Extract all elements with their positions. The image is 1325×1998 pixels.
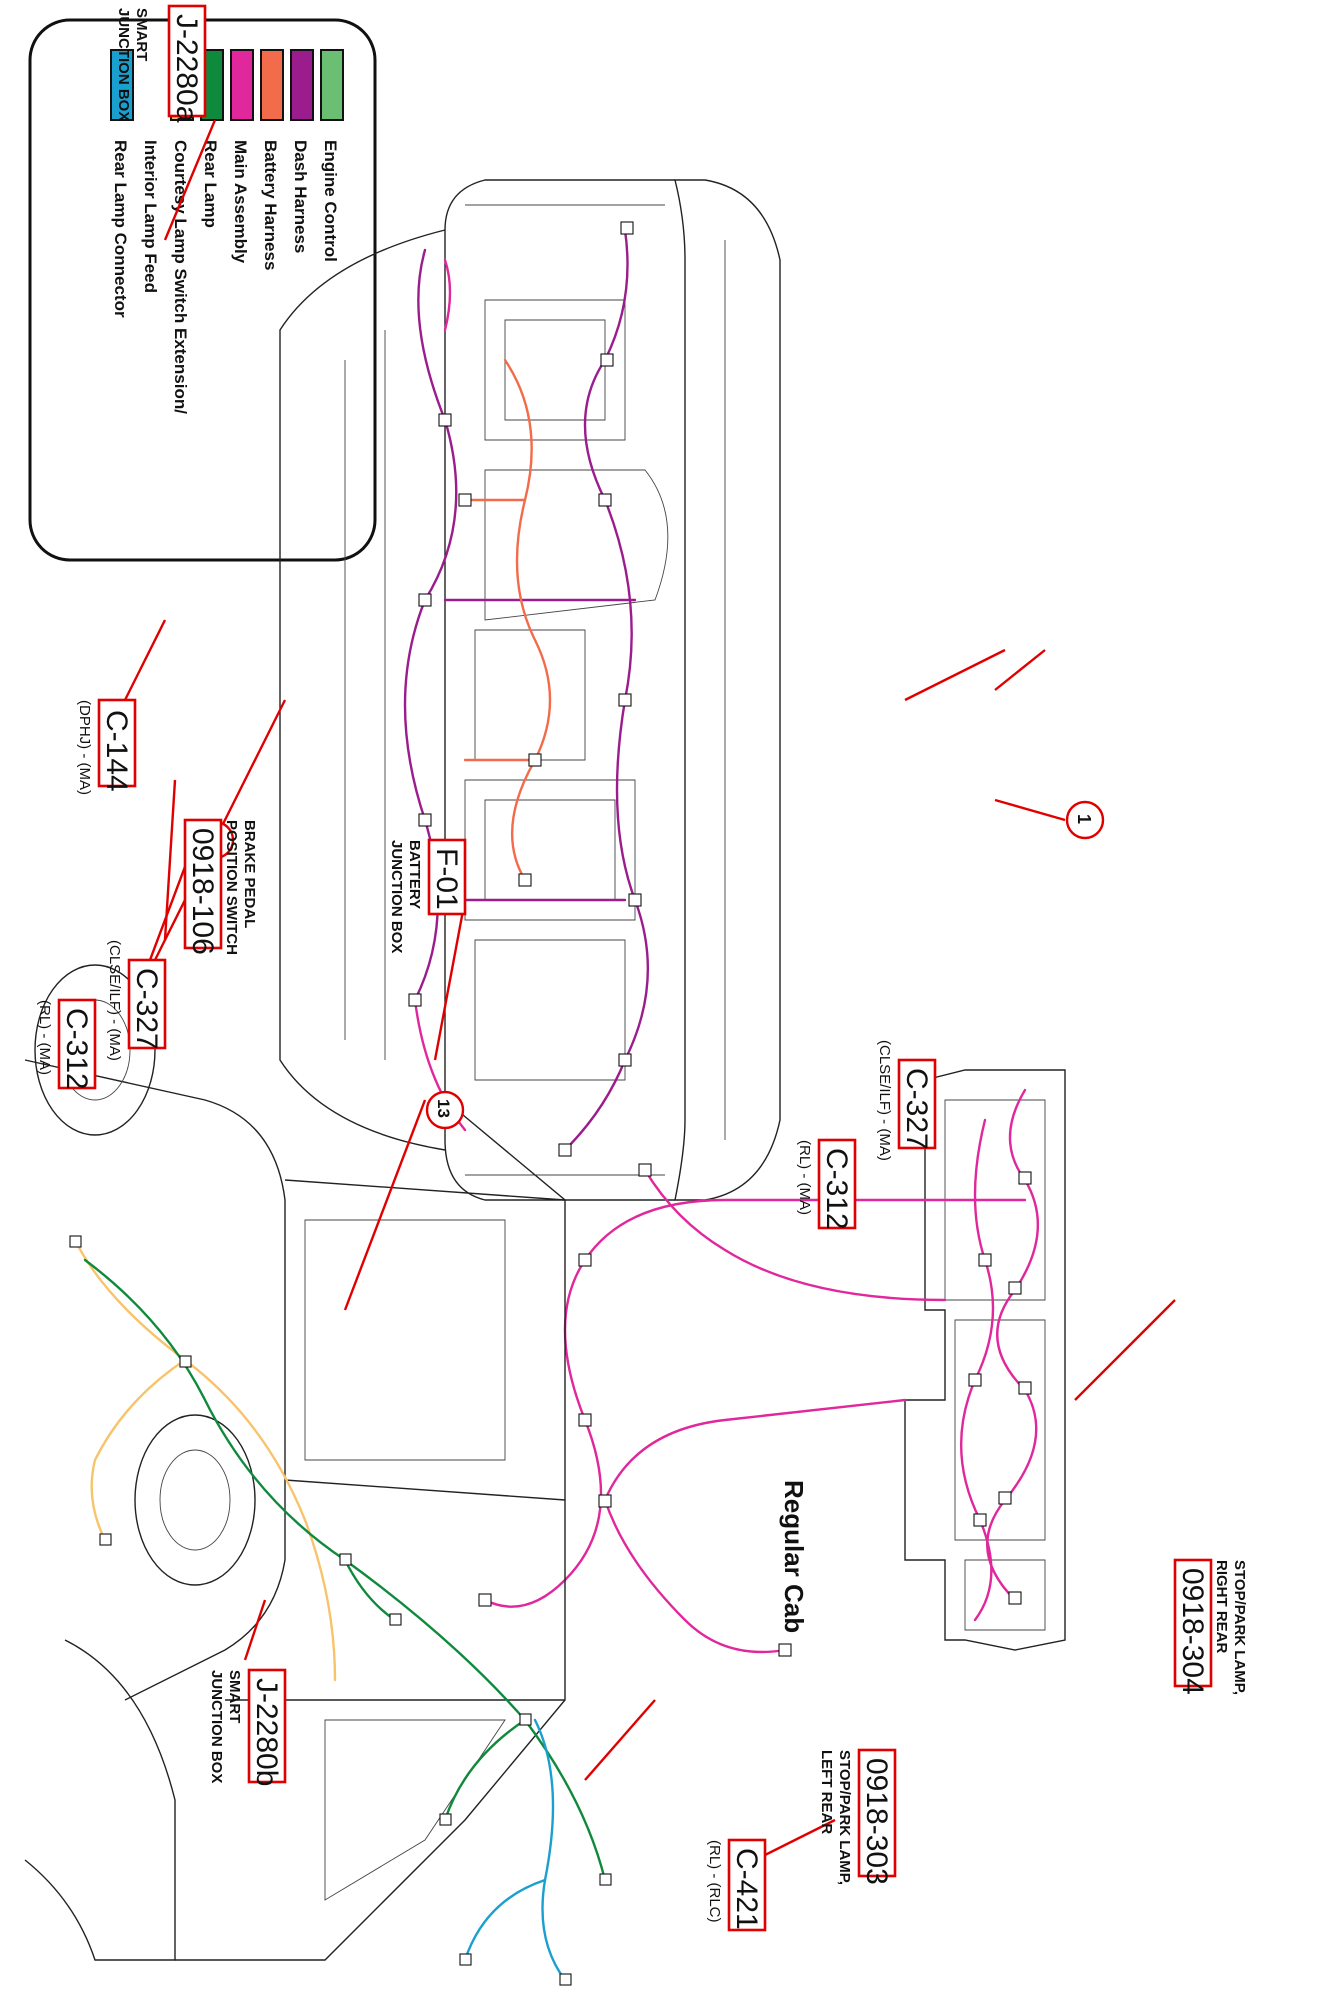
legend-label-6: Interior Lamp Feed [141, 140, 160, 293]
dash-harness-view [478, 1069, 1066, 1657]
legend-swatch-1 [290, 49, 314, 121]
svg-text:(CLSE/ILF) - (MA): (CLSE/ILF) - (MA) [876, 1040, 893, 1161]
c312a-box [57, 998, 97, 1090]
svg-text:1: 1 [1074, 814, 1094, 824]
svg-text:(RL) - (RLC): (RL) - (RLC) [706, 1840, 723, 1923]
svg-text:LEFT REAR: LEFT REAR [818, 1750, 835, 1834]
svg-text:STOP/PARK LAMP,: STOP/PARK LAMP, [836, 1750, 853, 1885]
brake-box [183, 818, 223, 950]
legend: Engine Control Dash Harness Battery Harnes… [28, 18, 377, 562]
svg-text:0918-106: 0918-106 [186, 828, 219, 955]
engine-connectors [408, 221, 642, 1157]
title-regular-cab: Regular Cab [779, 1480, 809, 1633]
svg-text:Regular Cab: Regular Cab [779, 1480, 809, 1633]
legend-swatch-2 [260, 49, 284, 121]
legend-label-7: Rear Lamp Connector [111, 140, 130, 318]
circle-1-callout[interactable]: 1 [1065, 800, 1105, 840]
r304-callout[interactable]: STOP/PARK LAMP, RIGHT REAR 0918-304 [1173, 1558, 1248, 1695]
c327a-box [127, 958, 167, 1050]
circle-13 [425, 1090, 465, 1130]
svg-text:SMART: SMART [226, 1670, 243, 1723]
circle-1 [1065, 800, 1105, 840]
c327a-callout[interactable]: C-327 (CLSE/ILF) - (MA) [106, 940, 167, 1061]
svg-text:JUNCTION BOX: JUNCTION BOX [115, 8, 132, 121]
svg-text:BATTERY: BATTERY [406, 840, 423, 909]
r303-callout[interactable]: 0918-303 STOP/PARK LAMP, LEFT REAR [818, 1748, 897, 1885]
legend-label-2: Battery Harness [261, 140, 280, 270]
brake-callout[interactable]: BRAKE PEDAL POSITION SWITCH 0918-106 [183, 818, 258, 955]
svg-text:0918-304: 0918-304 [1176, 1568, 1209, 1695]
svg-text:C-327: C-327 [900, 1068, 933, 1150]
svg-text:JUNCTION BOX: JUNCTION BOX [388, 840, 405, 953]
c421-box [727, 1838, 767, 1932]
svg-text:JUNCTION BOX: JUNCTION BOX [208, 1670, 225, 1783]
svg-text:POSITION SWITCH: POSITION SWITCH [223, 820, 240, 955]
r303-box [857, 1748, 897, 1878]
c144-callout[interactable]: C-144 (DPHJ) - (MA) [76, 698, 137, 795]
legend-label-1: Dash Harness [291, 140, 310, 253]
svg-text:0918-303: 0918-303 [860, 1758, 893, 1885]
svg-text:C-144: C-144 [100, 710, 133, 792]
legend-swatch-3 [230, 49, 254, 121]
svg-text:13: 13 [434, 1099, 453, 1118]
c312b-callout[interactable]: C-312 (RL) - (MA) [796, 1138, 857, 1230]
c144-box [97, 698, 137, 788]
legend-swatch-7 [110, 49, 134, 121]
c312b-box [817, 1138, 857, 1230]
svg-text:STOP/PARK LAMP,: STOP/PARK LAMP, [1231, 1560, 1248, 1695]
f01-box [427, 838, 467, 916]
c327b-callout[interactable]: C-327 (CLSE/ILF) - (MA) [876, 1040, 937, 1161]
j2280a-callout[interactable]: SMART JUNCTION BOX J-2280a [115, 4, 207, 123]
svg-text:(CLSE/ILF) - (MA): (CLSE/ILF) - (MA) [106, 940, 123, 1061]
regular-cab-truck-view [24, 964, 612, 1986]
r304-box [1173, 1558, 1213, 1688]
j2280a-box [167, 4, 207, 118]
svg-text:C-421: C-421 [730, 1848, 763, 1930]
c327b-box [897, 1058, 937, 1150]
svg-text:J-2280a: J-2280a [170, 14, 203, 123]
svg-text:SMART: SMART [133, 8, 150, 61]
f01-callout[interactable]: F-01 BATTERY JUNCTION BOX [388, 838, 467, 953]
svg-text:C-312: C-312 [820, 1148, 853, 1230]
svg-text:C-312: C-312 [60, 1008, 93, 1090]
circle-13-callout[interactable]: 13 [425, 1090, 465, 1130]
svg-text:F-01: F-01 [430, 848, 463, 910]
c312a-callout[interactable]: C-312 (RL) - (MA) [36, 998, 97, 1090]
svg-text:C-327: C-327 [130, 968, 163, 1050]
callout-labels: SMART JUNCTION BOX J-2280a C-144 (DPHJ) … [36, 4, 1248, 1932]
svg-text:J-2280b: J-2280b [250, 1678, 283, 1786]
svg-text:(RL) - (MA): (RL) - (MA) [36, 1000, 53, 1075]
legend-swatch-0 [320, 49, 344, 121]
legend-label-3: Main Assembly [231, 140, 250, 264]
svg-text:(DPHJ) - (MA): (DPHJ) - (MA) [76, 700, 93, 795]
svg-text:(RL) - (MA): (RL) - (MA) [796, 1140, 813, 1215]
legend-label-5: Courtesy Lamp Switch Extension/ [171, 140, 190, 414]
dash-connectors [478, 1163, 1032, 1657]
svg-text:BRAKE PEDAL: BRAKE PEDAL [241, 820, 258, 928]
truck-connectors [69, 1235, 612, 1986]
j2280b-callout[interactable]: J-2280b SMART JUNCTION BOX [208, 1668, 287, 1786]
svg-text:RIGHT REAR: RIGHT REAR [1213, 1560, 1230, 1654]
legend-label-4: Rear Lamp [201, 140, 220, 228]
legend-label-0: Engine Control [321, 140, 340, 262]
j2280b-box [247, 1668, 287, 1784]
c421-callout[interactable]: C-421 (RL) - (RLC) [706, 1838, 767, 1932]
